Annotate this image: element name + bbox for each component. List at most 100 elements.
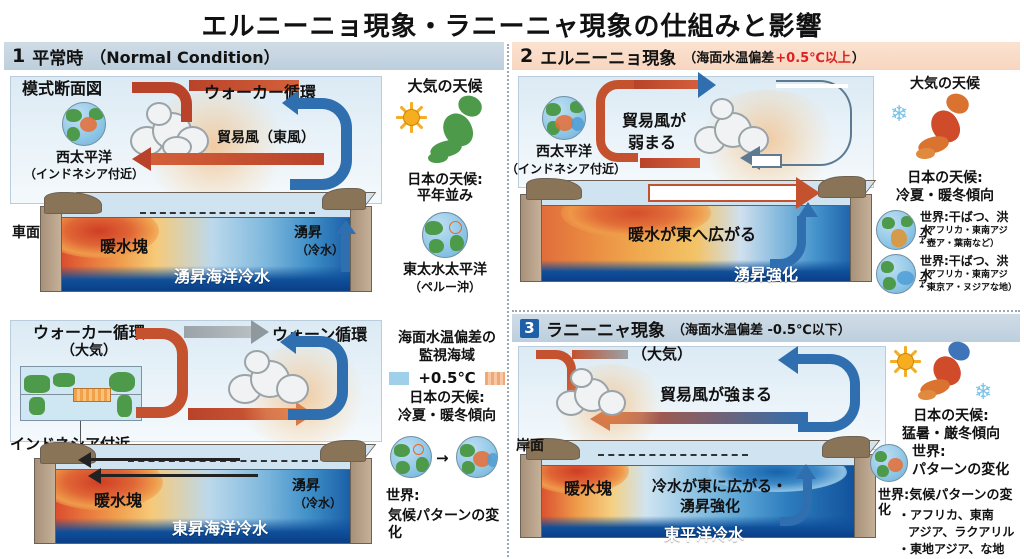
panel1-atmos-weather-label: 大気の天候 — [407, 77, 483, 95]
panel1-subtitle: （Normal Condition） — [90, 48, 280, 67]
panel1b-top-flow — [184, 326, 254, 338]
panel2-warm-spread-label: 暖水が東へ広がる — [628, 225, 757, 244]
panel3-warm-pool-label: 暖水塊 — [564, 479, 613, 498]
panel1-cloud-icon — [124, 100, 216, 162]
panel1-east-pacific-sub: （ペルー沖） — [408, 280, 481, 294]
panel1-number: 1 — [12, 45, 26, 67]
japan-map-hot-icon — [917, 339, 974, 406]
panel1-upwelling-sub: （冷水） — [296, 243, 345, 257]
panel1b-block-left-side — [34, 458, 56, 544]
panel1b-walker-sub: （大気） — [61, 343, 117, 359]
panel3-bullet1-line2: アジア、ラクアリル — [908, 525, 1015, 539]
panel2-upwelling-head — [798, 202, 818, 217]
panel1-japan-weather-label: 日本の天候: — [407, 172, 483, 188]
panel2-land-east-icon — [818, 176, 866, 198]
panel2-west-pacific-label: 西太平洋 — [536, 144, 592, 160]
panel2-world1-line2: ・壺ア・葉南など） — [918, 239, 1000, 249]
panel3-trade-wind-label: 貿易風が強まる — [660, 385, 773, 404]
panel2-return-arc — [776, 80, 852, 166]
panel-walker-circulation: ウォーカー循環 （大気） インドネシア付近 ウォーン循環 — [4, 316, 505, 559]
panel1-walker-rise-arc — [132, 82, 192, 122]
panel2-upwelling-label: 湧昇強化 — [734, 265, 799, 284]
panel1b-upwelling-label: 湧昇 — [292, 478, 320, 494]
panel1-trade-wind-arrow — [149, 152, 324, 166]
panel3-upwelling-arc — [780, 478, 812, 526]
panel3-header: 3 ラニーニャ現象 （海面水温偏差 -0.5℃以下） — [512, 314, 1020, 342]
panel2-block-right-side — [850, 194, 872, 282]
panel1-west-pacific-sub: （インドネシア付近） — [23, 167, 144, 181]
panel1b-return-head — [280, 330, 296, 354]
panel1b-block-right-side — [350, 458, 372, 544]
panel1b-deep-water-label: 東昇海洋冷水 — [172, 519, 269, 538]
legend-title-line2: 監視海域 — [419, 348, 475, 364]
panel2-block-left-side — [520, 194, 542, 282]
panel1-deep-water-label: 湧昇海洋冷水 — [174, 267, 271, 286]
panel2-header: 2 エルニーニョ現象 （海面水温偏差 +0.5℃以上 ） — [512, 42, 1020, 70]
panel2-number: 2 — [520, 45, 534, 67]
panel2-atmos-weather-label: 大気の天候 — [910, 76, 980, 92]
panel3-japan-weather-label: 日本の天候: — [913, 408, 989, 424]
sun-icon — [396, 102, 427, 133]
legend-title-line1: 海面水温偏差の — [398, 330, 496, 346]
globe-east-pacific-icon — [422, 212, 468, 258]
vertical-divider — [507, 44, 509, 557]
sun-icon-lanina — [890, 346, 921, 377]
panel1b-cloud-icon — [224, 350, 316, 410]
legend-arrow-icon: → — [436, 449, 449, 467]
panel1-land-east-icon — [322, 188, 366, 210]
panel1b-descend-arc — [136, 368, 188, 418]
panel3-world-label: 世界: — [912, 444, 946, 460]
panel2-top-flow-head — [698, 72, 716, 98]
right-horizontal-divider — [512, 310, 1020, 312]
snowflake-icon: ❄ — [890, 102, 909, 127]
panel1b-rise-arc — [136, 328, 188, 380]
panel3-land-east-icon — [822, 436, 870, 458]
panel1b-warm-pool-label: 暖水塊 — [94, 491, 143, 510]
panel1-diagram-label: 模式断面図 — [22, 79, 103, 98]
panel1-trade-wind-head — [132, 147, 151, 171]
panel1b-thermocline — [128, 460, 318, 462]
panel-la-nina: 3 ラニーニャ現象 （海面水温偏差 -0.5℃以下） （大気） 貿易風が強まる — [512, 314, 1020, 559]
panel2-trade-wind-arc — [596, 80, 638, 162]
panel2-sub-value: +0.5℃以上 — [775, 50, 851, 66]
panel1-east-pacific-label: 東太水太平洋 — [403, 262, 487, 278]
panel1-block-left-side — [40, 206, 62, 292]
legend-japan-weather-label: 日本の天候: — [409, 390, 485, 406]
panel2-world1-line1: （アフリカ・東南アジア、 — [918, 226, 1008, 247]
panel2-trade-wind-line2: 弱まる — [628, 133, 677, 152]
panel3-body: （大気） 貿易風が強まる — [512, 339, 1020, 559]
panel-normal-condition: 1 平常時 （Normal Condition） 模式断面図 西太平洋 （インド… — [4, 42, 504, 314]
panel2-upwelling-arc — [770, 216, 806, 268]
panel3-land-west-icon — [526, 438, 580, 460]
page-title: エルニーニョ現象・ラニーニャ現象の仕組みと影響 — [201, 12, 823, 42]
world-map-leader-line — [80, 421, 81, 447]
panel1b-subsurface-arrow-2-head — [88, 468, 101, 484]
legend-swatch-blue — [389, 372, 410, 385]
panel2-eastward-arrow-body — [648, 184, 798, 202]
legend-swatch-row: +0.5℃ — [386, 368, 508, 387]
panel2-sub-open: （海面水温偏差 — [683, 50, 775, 66]
panel3-return-arc — [798, 354, 860, 432]
panel3-deep-water-label: 東平洋冷水 — [664, 525, 745, 544]
globe-world1-icon — [876, 210, 916, 250]
panel3-return-head — [778, 346, 798, 374]
panel1-japan-weather-value: 平年並み — [417, 188, 473, 204]
panel1-block-right-side — [350, 206, 372, 292]
panel1-walker-descend-arc — [290, 98, 352, 190]
globe-before-icon — [390, 436, 432, 478]
panel1b-body: ウォーカー循環 （大気） インドネシア付近 ウォーン循環 — [4, 316, 505, 559]
panel1-header: 1 平常時 （Normal Condition） — [4, 42, 504, 70]
panel3-world-title: 世界:気候パターンの変化 — [878, 488, 1013, 519]
panel1-trade-wind-label: 貿易風（東風） — [217, 130, 315, 146]
legend-world-value: 気候パターンの変化 — [388, 508, 500, 541]
panel2-world2-line2: ・東京ア・ヌジアな地） — [918, 283, 1018, 293]
panel2-world2-title: 世界:干ばつ、洪水 — [920, 254, 1009, 283]
panel1-cross-section-label: 車面 — [12, 225, 40, 241]
panel3-bullet2: ・東地アジア、な地 — [898, 542, 1005, 556]
legend-swatch-orange — [484, 372, 505, 385]
globe-world-lanina-icon — [870, 444, 908, 482]
infographic-grid: 1 平常時 （Normal Condition） 模式断面図 西太平洋 （インド… — [0, 42, 1024, 559]
panel-el-nino: 2 エルニーニョ現象 （海面水温偏差 +0.5℃以上 ） 西太平洋 （インドネシ… — [506, 42, 1020, 312]
panel1b-top-flow-head — [251, 320, 269, 344]
panel1b-walker-label: ウォーカー循環 — [32, 323, 145, 342]
